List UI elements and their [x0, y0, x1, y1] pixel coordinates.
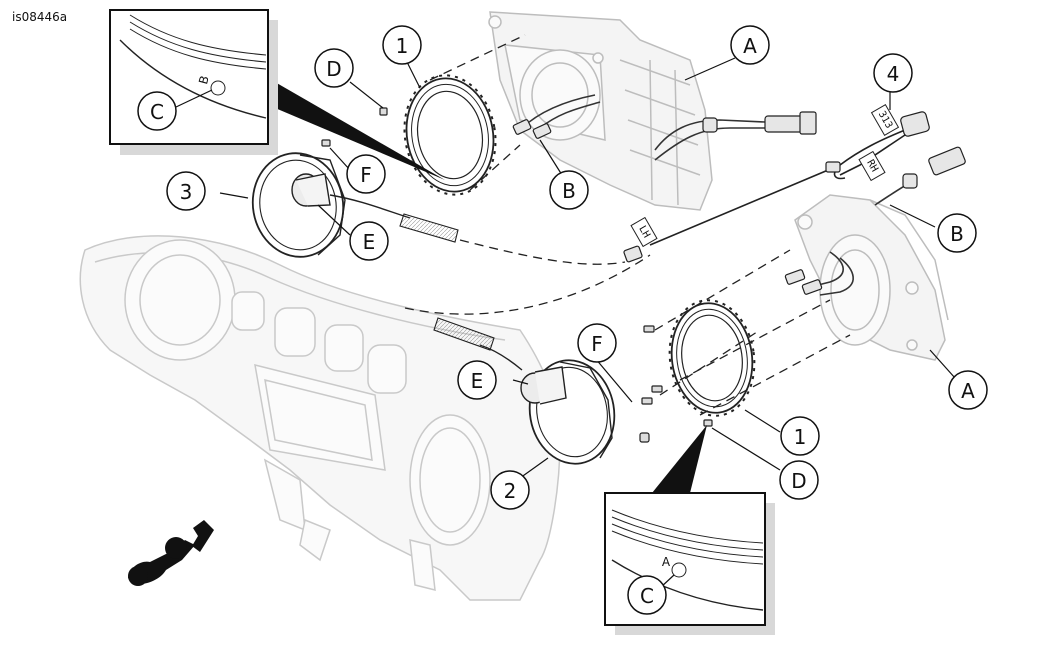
callout-c-inset-bottom: C — [627, 575, 667, 615]
callout-d-top: D — [314, 48, 354, 88]
svg-text:C: C — [640, 584, 654, 608]
svg-text:D: D — [326, 57, 341, 81]
callout-a-top: A — [730, 25, 770, 65]
svg-text:LH: LH — [636, 224, 652, 240]
svg-text:F: F — [360, 163, 372, 187]
inset-box-bottom: A — [604, 492, 775, 635]
svg-text:E: E — [363, 230, 376, 254]
wire-tag-rh: RH — [858, 150, 886, 182]
callout-f-top: F — [346, 154, 386, 194]
speaker-housing-bottom — [794, 194, 949, 361]
speaker-housing-top — [488, 11, 713, 211]
svg-text:3: 3 — [180, 180, 193, 204]
mounting-screws — [641, 325, 663, 405]
svg-text:A: A — [961, 379, 975, 403]
figure-id: is08446a — [12, 10, 68, 24]
screw-f-top — [321, 139, 331, 147]
harness-4-connectors — [623, 111, 930, 263]
svg-text:2: 2 — [504, 479, 517, 503]
speaker-1-top — [403, 74, 497, 196]
svg-text:A: A — [743, 34, 757, 58]
connector-right-housing — [784, 146, 966, 295]
callout-e-left: E — [349, 221, 389, 261]
tweeter-e-left — [291, 173, 331, 207]
svg-text:E: E — [471, 369, 484, 393]
inset-pointer-bottom — [652, 425, 707, 493]
tweeter-module-lower — [433, 317, 495, 351]
callout-2: 2 — [490, 470, 530, 510]
assembly-lines — [404, 34, 851, 416]
svg-text:4: 4 — [887, 62, 900, 86]
screw-f-lower — [639, 432, 650, 443]
svg-text:1: 1 — [396, 34, 409, 58]
speaker-3 — [251, 152, 346, 258]
callout-1-bottom: 1 — [780, 416, 820, 456]
callout-d-bottom: D — [779, 460, 819, 500]
inset-mark-bottom: A — [662, 555, 671, 569]
callout-4: 4 — [873, 53, 913, 93]
callout-3: 3 — [166, 171, 206, 211]
callout-b-top: B — [549, 170, 589, 210]
tweeter-e-lower — [520, 366, 567, 405]
svg-text:B: B — [950, 222, 964, 246]
wire-tag-lh: LH — [630, 216, 658, 248]
svg-text:1: 1 — [794, 425, 807, 449]
motorcycle-direction-icon — [128, 520, 214, 586]
svg-text:D: D — [791, 469, 806, 493]
callout-a-bottom: A — [948, 370, 988, 410]
svg-text:F: F — [591, 332, 603, 356]
svg-text:RH: RH — [864, 158, 880, 174]
svg-text:B: B — [562, 179, 576, 203]
tweeter-wire-left — [329, 194, 411, 219]
speaker-1-bottom — [668, 299, 756, 417]
inset-box-top: B — [109, 9, 278, 155]
inner-fairing — [79, 235, 561, 601]
leader-lines — [219, 57, 956, 479]
wire-tag-ref: 313 — [870, 104, 900, 136]
screws-d — [379, 107, 713, 427]
callout-b-right: B — [937, 213, 977, 253]
connector-top-housing — [512, 111, 817, 139]
svg-text:C: C — [150, 100, 164, 124]
callout-c-inset-top: C — [137, 91, 177, 131]
callout-e-lower: E — [457, 360, 497, 400]
tweeter-module-left — [399, 213, 459, 243]
callout-f-lower: F — [577, 323, 617, 363]
inset-mark-top: B — [196, 74, 212, 86]
inset-pointer-top — [268, 78, 445, 180]
callout-1-top: 1 — [382, 25, 422, 65]
